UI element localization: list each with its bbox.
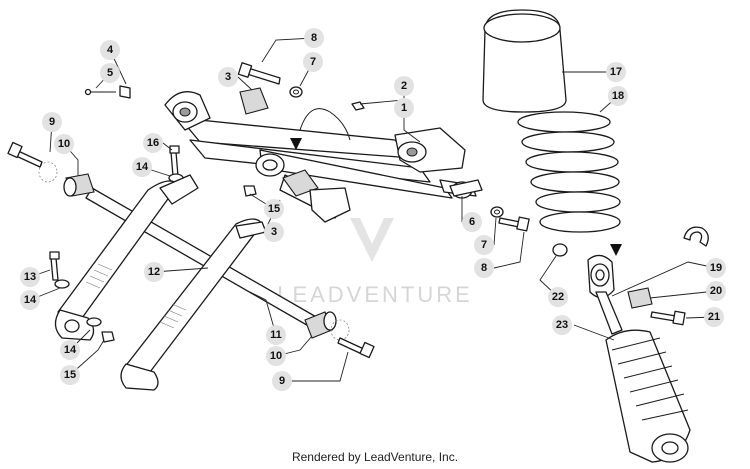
callout-12: 12 [144,262,164,282]
callout-22: 22 [548,287,568,307]
callout-14-lower: 14 [60,340,80,360]
orientation-arrow-icon [610,244,622,256]
coil-spring-icon [517,111,621,233]
callout-5: 5 [100,63,120,83]
callout-8-top: 8 [304,28,324,48]
callout-8-right: 8 [474,258,494,278]
svg-text:1: 1 [401,102,407,114]
callout-15-upper: 15 [264,199,284,219]
orientation-arrow-icon [290,138,302,150]
callout-3-lower: 3 [264,222,284,242]
svg-text:17: 17 [610,66,622,78]
callout-11: 11 [266,325,286,345]
svg-text:10: 10 [270,350,282,362]
callout-13: 13 [20,267,40,287]
svg-text:6: 6 [469,216,475,228]
svg-text:4: 4 [107,44,114,56]
callout-16: 16 [143,133,163,153]
svg-text:8: 8 [311,32,317,44]
callout-3-upper: 3 [218,67,238,87]
callout-4: 4 [100,40,120,60]
watermark: LEADVENTURE [277,218,473,307]
svg-text:3: 3 [271,226,277,238]
svg-text:19: 19 [710,262,722,274]
svg-text:5: 5 [107,67,113,79]
callout-9-right: 9 [272,371,292,391]
svg-text:15: 15 [268,203,280,215]
shock-assembly [482,9,709,463]
svg-text:7: 7 [481,239,487,251]
callout-6: 6 [462,212,482,232]
callout-10-left: 10 [54,134,74,154]
callout-2: 2 [394,76,414,96]
svg-text:14: 14 [24,294,37,306]
svg-text:18: 18 [612,90,624,102]
svg-text:12: 12 [148,266,160,278]
callout-17: 17 [606,62,626,82]
svg-text:15: 15 [64,369,76,381]
svg-text:21: 21 [708,311,720,323]
callout-9-left: 9 [42,112,62,132]
callout-19: 19 [706,258,726,278]
svg-text:9: 9 [279,375,285,387]
svg-text:3: 3 [225,71,231,83]
svg-text:23: 23 [556,319,568,331]
callout-18: 18 [608,86,628,106]
hardware-bottom [49,251,115,343]
hardware-right [449,179,530,232]
callout-20: 20 [706,281,726,301]
callout-14-middle: 14 [20,290,40,310]
lower-arms [54,174,267,391]
svg-text:10: 10 [58,138,70,150]
callout-14-upper: 14 [132,157,152,177]
svg-text:8: 8 [481,262,487,274]
callout-15-lower: 15 [60,365,80,385]
svg-text:9: 9 [49,116,55,128]
callout-10-right: 10 [266,346,286,366]
a-arm-assembly [164,87,477,223]
svg-text:11: 11 [270,329,282,341]
svg-text:13: 13 [24,271,36,283]
svg-text:22: 22 [552,291,564,303]
svg-text:14: 14 [136,161,149,173]
callout-7-top: 7 [303,52,323,72]
svg-text:14: 14 [64,344,77,356]
callout-1: 1 [394,98,414,118]
svg-text:20: 20 [710,285,722,297]
render-credit: Rendered by LeadVenture, Inc. [292,450,458,464]
callout-21: 21 [704,307,724,327]
watermark-text: LEADVENTURE [277,282,473,307]
svg-text:7: 7 [310,56,316,68]
callout-23: 23 [552,315,572,335]
watermark-logo-icon [350,218,394,262]
svg-text:2: 2 [401,80,407,92]
svg-text:16: 16 [147,137,159,149]
callout-7-right: 7 [474,235,494,255]
